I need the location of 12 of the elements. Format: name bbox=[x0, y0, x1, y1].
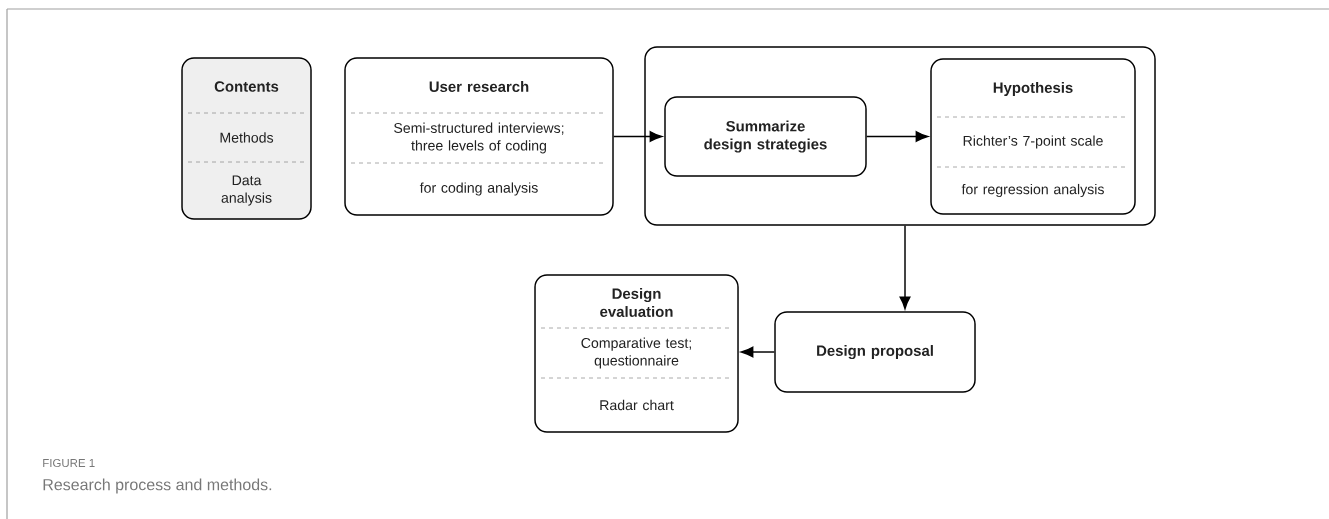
figure-label: FIGURE 1 bbox=[43, 458, 95, 468]
process-box: Contents Methods Data analysis bbox=[181, 57, 312, 220]
process-box: Design evaluation Comparative test; questionnaire Radar chart bbox=[534, 274, 739, 433]
process-box: Hypothesis Richter’s 7-point scale for regression analysis bbox=[930, 58, 1136, 215]
arrow bbox=[613, 131, 663, 142]
process-box: Summarize design strategies bbox=[664, 96, 867, 177]
arrow bbox=[740, 346, 775, 358]
arrow bbox=[866, 131, 929, 142]
process-box: Design proposal bbox=[774, 311, 976, 393]
caption: Research process and methods. bbox=[43, 478, 272, 494]
process-box: User research Semi-structured interviews; three levels of coding for coding analysis bbox=[344, 57, 614, 216]
arrow bbox=[899, 225, 911, 310]
